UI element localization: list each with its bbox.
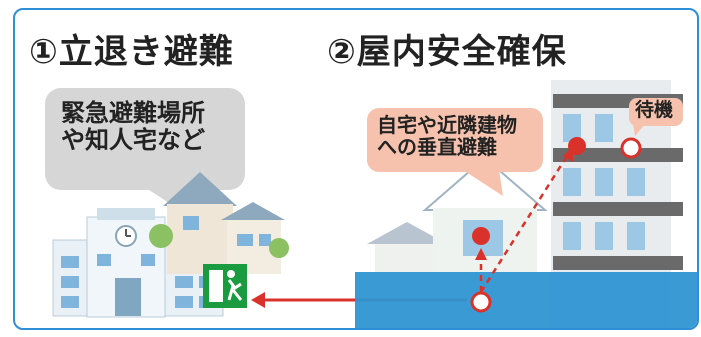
heading-indoor-safety: ②屋内安全確保 [327,32,567,72]
bubble-right [367,108,543,196]
indoor-refuge-dot [472,227,490,245]
bubble-right-line2: への垂直避難 [377,135,497,160]
house-left [149,172,289,274]
wait-label-box [629,98,683,136]
bubble-left-line2: や知人宅など [61,125,205,154]
heading-evacuation-elsewhere: ①立退き避難 [29,32,234,72]
wait-point-circle [620,137,642,159]
flood-water [355,272,697,328]
vertical-evacuation-arrows [479,155,569,293]
building-refuge-dot [568,137,586,155]
bubble-right-text: 自宅や近隣建物 への垂直避難 [377,114,517,159]
bubble-left-text: 緊急避難場所 や知人宅など [61,100,205,154]
illustration [45,80,697,328]
bubble-left-line1: 緊急避難場所 [61,99,205,127]
start-point-circle [470,291,492,313]
clock-icon [115,225,137,247]
wait-label: 待機 [635,99,674,121]
school-building [52,208,224,318]
bubble-right-line1: 自宅や近隣建物 [377,113,517,137]
diagram-frame: ①立退き避難 ②屋内安全確保 緊急避難場所 や知人宅など 自宅や近隣建物 への垂… [13,8,699,330]
exit-sign-icon [203,264,247,308]
